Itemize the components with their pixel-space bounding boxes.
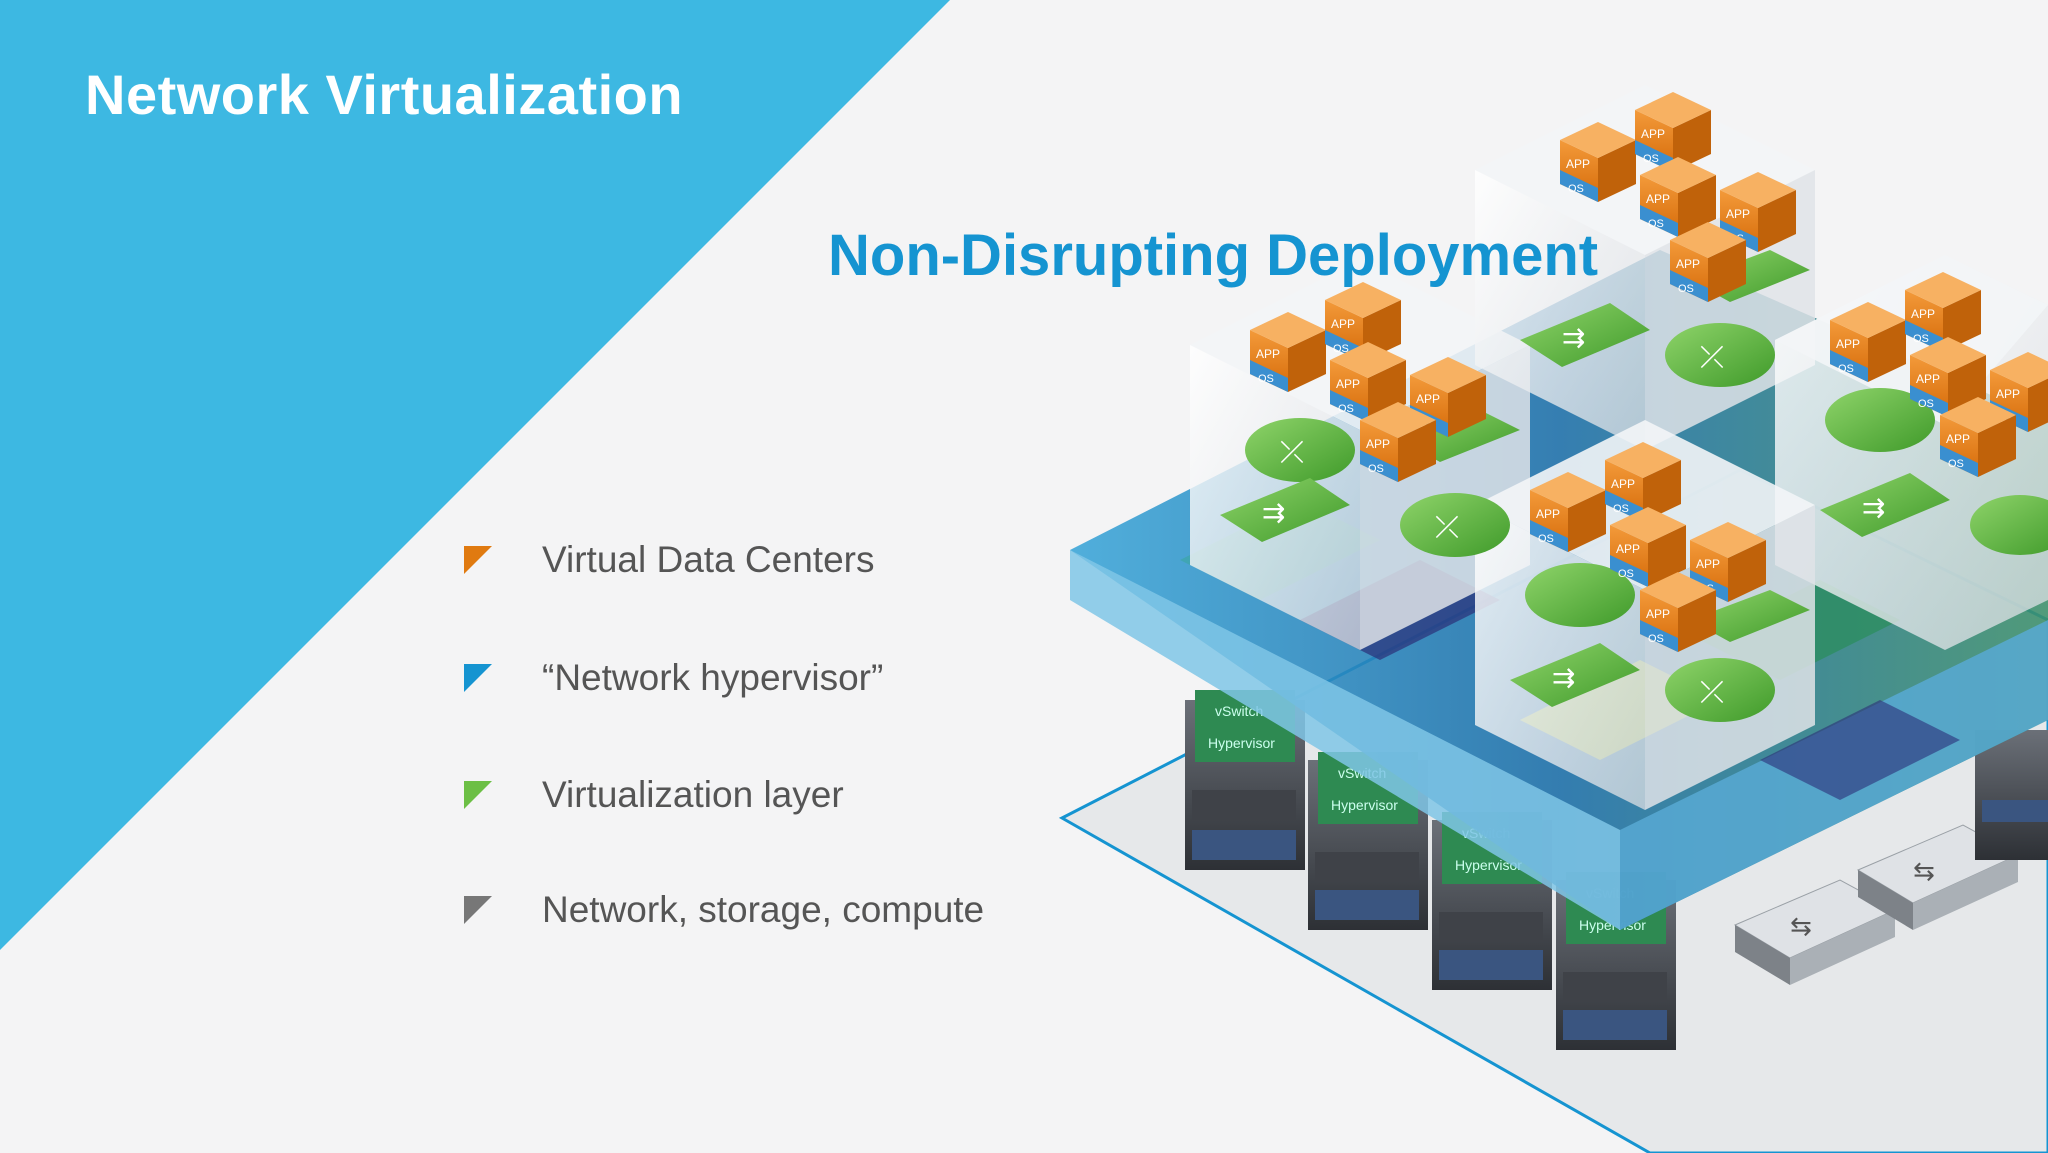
slide-title: Network Virtualization [85,63,684,126]
hypervisor-label: Hypervisor [1208,735,1275,751]
bullet-marker-green-icon [464,781,492,809]
vm-stack-icon: APP OS [1330,342,1406,422]
vm-app-label: APP [1836,337,1860,351]
bullet-label: “Network hypervisor” [542,657,884,698]
vm-stack-icon: APP OS [1250,312,1326,392]
vm-app-label: APP [1536,507,1560,521]
vm-stacks: APP OS APP OS APP OS APP OS APP OS APP OS APP OS APP OS… [1250,92,2048,652]
vm-stack-icon: APP OS [1530,472,1606,552]
svg-text:⇉: ⇉ [1552,661,1575,694]
vm-stack-icon: APP OS [1610,507,1686,587]
vm-os-label: OS [1538,533,1554,545]
vm-app-label: APP [1696,557,1720,571]
vm-app-label: APP [1996,387,2020,401]
hypervisor-label: Hypervisor [1331,797,1398,813]
vm-stack-icon: APP OS [1640,157,1716,237]
vm-stack-icon: APP OS [1635,92,1711,172]
vm-os-label: OS [1678,283,1694,295]
load-balancer-icon [1825,388,1935,452]
bullet-marker-blue-icon [464,664,492,692]
vm-app-label: APP [1611,477,1635,491]
bullet-label: Virtualization layer [542,774,844,815]
load-balancer-icon [1525,563,1635,627]
bullet-label: Network, storage, compute [542,889,985,930]
vm-stack-icon: APP OS [1670,222,1746,302]
svg-text:⇆: ⇆ [1790,912,1812,942]
svg-text:⤫: ⤫ [1280,435,1304,470]
svg-text:⇆: ⇆ [1913,857,1935,887]
vm-app-label: APP [1336,377,1360,391]
svg-text:⤫: ⤫ [1435,510,1459,545]
vm-os-label: OS [1613,503,1629,515]
switch-icon: ⇉ [1520,303,1650,367]
vm-os-label: OS [1568,183,1584,195]
vm-stack-icon: APP OS [1325,282,1401,362]
vm-app-label: APP [1911,307,1935,321]
vm-os-label: OS [1948,458,1964,470]
bullet-label: Virtual Data Centers [542,539,875,580]
vm-app-label: APP [1916,372,1940,386]
vm-os-label: OS [1648,633,1664,645]
vm-os-label: OS [1648,218,1664,230]
vm-app-label: APP [1366,437,1390,451]
vm-os-label: OS [1618,568,1634,580]
vm-app-label: APP [1566,157,1590,171]
vm-stack-icon: APP OS [1830,302,1906,382]
vm-stack-icon: APP OS [1940,397,2016,477]
vm-app-label: APP [1646,607,1670,621]
vm-app-label: APP [1646,192,1670,206]
vm-stack-icon: APP OS [1560,122,1636,202]
vm-app-label: APP [1946,432,1970,446]
vm-os-label: OS [1838,363,1854,375]
bullet-item: “Network hypervisor” [462,648,1082,708]
svg-text:⤫: ⤫ [1700,340,1724,375]
router-icon: ⤫ [1400,493,1510,557]
vm-stack-icon: APP OS [1905,272,1981,352]
vm-app-label: APP [1416,392,1440,406]
physical-switch-icon: ⇆ [1733,879,1897,985]
switch-icon: ⇉ [1820,473,1950,537]
svg-text:⇉: ⇉ [1262,496,1285,529]
vm-app-label: APP [1676,257,1700,271]
bullet-item: Network, storage, compute [462,880,1082,940]
vm-app-label: APP [1256,347,1280,361]
vm-app-label: APP [1726,207,1750,221]
vm-os-label: OS [1338,403,1354,415]
switch-icon: ⇉ [1220,478,1350,542]
vm-os-label: OS [1258,373,1274,385]
router-icon: ⤫ [1665,323,1775,387]
vm-app-label: APP [1331,317,1355,331]
vm-os-label: OS [1368,463,1384,475]
vm-os-label: OS [1333,343,1349,355]
vm-os-label: OS [1913,333,1929,345]
vm-app-label: APP [1641,127,1665,141]
server-rack-icon [1975,730,2048,860]
vm-stack-icon: APP OS [1640,572,1716,652]
switch-icon: ⇉ [1510,643,1640,707]
vm-os-label: OS [1643,153,1659,165]
bullet-marker-orange-icon [464,546,492,574]
router-icon [1970,495,2048,555]
bullet-item: Virtual Data Centers [462,530,1082,590]
router-icon: ⤫ [1665,658,1775,722]
vm-stack-icon: APP OS [1360,402,1436,482]
bullet-marker-gray-icon [464,896,492,924]
svg-text:⤫: ⤫ [1700,675,1724,710]
firewall-icon [1690,590,1810,642]
slide-subtitle: Non-Disrupting Deployment [828,223,1599,288]
bullet-item: Virtualization layer [462,765,1082,825]
router-icon: ⤫ [1245,418,1355,482]
vm-app-label: APP [1616,542,1640,556]
svg-text:⇉: ⇉ [1562,321,1585,354]
svg-text:⇉: ⇉ [1862,491,1885,524]
vm-os-label: OS [1918,398,1934,410]
